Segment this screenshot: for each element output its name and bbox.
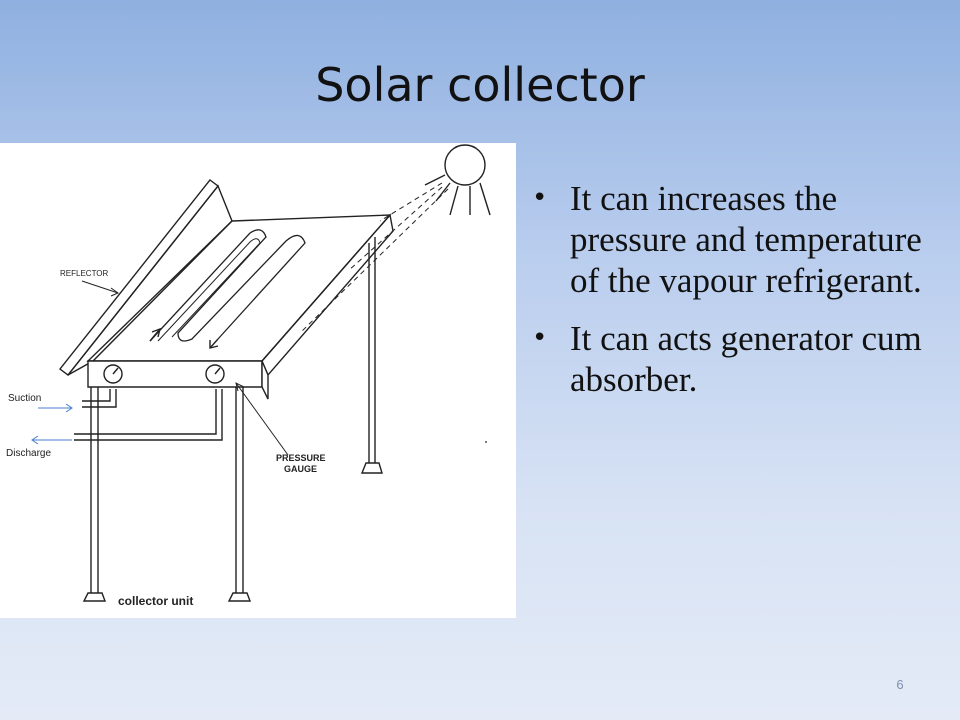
solar-collector-diagram: REFLECTOR Suction Discharge PRESSURE GAU… xyxy=(0,143,516,618)
sun-icon xyxy=(424,144,491,216)
pressure-gauge-label-line2: GAUGE xyxy=(284,464,317,474)
bullet-dot-icon: • xyxy=(532,183,548,213)
pressure-gauge-label-line1: PRESSURE xyxy=(276,453,326,463)
suction-label: Suction xyxy=(8,393,41,404)
collector-legs xyxy=(82,237,383,602)
discharge-label: Discharge xyxy=(6,448,51,459)
collector-panel xyxy=(86,213,394,377)
diagram-caption: collector unit xyxy=(118,594,193,608)
bullet-text: It can increases the pressure and temper… xyxy=(570,179,922,300)
serpentine-tube xyxy=(149,229,306,342)
slide-title: Solar collector xyxy=(315,58,645,112)
pressure-gauge-icon xyxy=(205,364,225,384)
page-number: 6 xyxy=(896,677,904,692)
bullet-item: • It can acts generator cum absorber. xyxy=(532,318,942,400)
pressure-gauge-icon xyxy=(103,364,123,384)
bullet-text: It can acts generator cum absorber. xyxy=(570,319,922,399)
gauge-box xyxy=(87,360,269,400)
bullet-list: • It can increases the pressure and temp… xyxy=(532,178,942,417)
bullet-dot-icon: • xyxy=(532,323,548,353)
reflector-label: REFLECTOR xyxy=(60,269,109,278)
bullet-item: • It can increases the pressure and temp… xyxy=(532,178,942,301)
